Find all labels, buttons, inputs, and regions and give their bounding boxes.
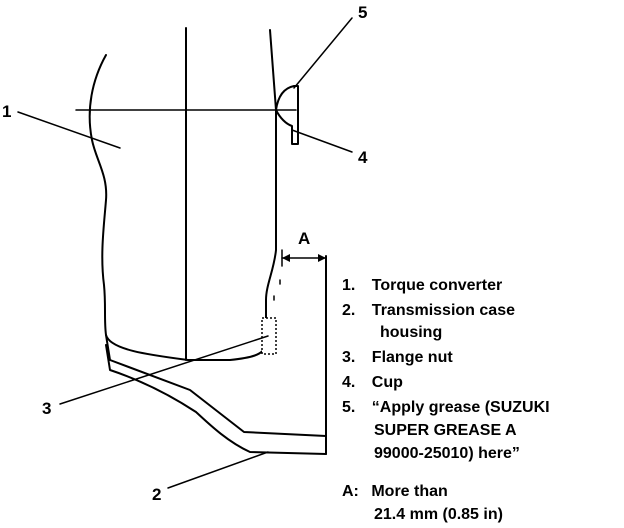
legend-item-1: 1. Torque converter — [342, 276, 502, 296]
legend-item-3: 3. Flange nut — [342, 348, 453, 368]
legend-text: “Apply grease (SUZUKI — [371, 399, 550, 416]
transmission-housing-outline — [105, 255, 327, 455]
legend-text: More than — [371, 483, 448, 500]
callout-1: 1 — [2, 102, 11, 121]
torque-converter-outline — [88, 54, 189, 361]
legend-num: 3. — [342, 349, 356, 366]
dimension-arrow-left — [282, 254, 290, 262]
callout-5: 5 — [358, 3, 367, 22]
dimension-a-label: A — [298, 229, 310, 248]
leader-line-4 — [291, 129, 353, 153]
legend-text: Cup — [371, 374, 403, 391]
converter-right-edge — [187, 29, 277, 361]
cup-shape — [275, 85, 299, 145]
legend-item-a-cont: 21.4 mm (0.85 in) — [374, 505, 503, 525]
legend-text: Flange nut — [371, 349, 453, 366]
legend-num: 1. — [342, 277, 356, 294]
legend-num: 2. — [342, 302, 356, 319]
legend-text: Torque converter — [371, 277, 503, 294]
leader-line-2 — [167, 451, 269, 489]
callout-3: 3 — [42, 399, 51, 418]
leader-line-3 — [59, 335, 269, 405]
legend-text: Transmission case — [371, 302, 515, 319]
legend-num: 5. — [342, 399, 356, 416]
legend-item-5-cont: 99000-25010) here” — [374, 444, 520, 464]
legend-num: 4. — [342, 374, 356, 391]
legend-text: SUPER GREASE A — [374, 422, 517, 439]
legend-item-4: 4. Cup — [342, 373, 403, 393]
dimension-arrow-right — [318, 254, 326, 262]
callout-4: 4 — [358, 148, 368, 167]
legend-item-a: A: More than — [342, 482, 448, 502]
legend-item-5-cont: SUPER GREASE A — [374, 421, 517, 441]
legend-text: housing — [380, 324, 443, 341]
legend-text: 21.4 mm (0.85 in) — [374, 506, 503, 523]
legend-item-2: 2. Transmission case — [342, 301, 515, 321]
legend-num: A: — [342, 483, 359, 500]
leader-line-5 — [293, 17, 353, 89]
legend-item-5: 5. “Apply grease (SUZUKI — [342, 398, 550, 418]
leader-line-1 — [17, 111, 121, 149]
flange-nut-block — [261, 317, 277, 355]
legend-item-2-cont: housing — [380, 323, 442, 343]
legend-text: 99000-25010) here” — [374, 445, 520, 462]
callout-2: 2 — [152, 485, 161, 504]
